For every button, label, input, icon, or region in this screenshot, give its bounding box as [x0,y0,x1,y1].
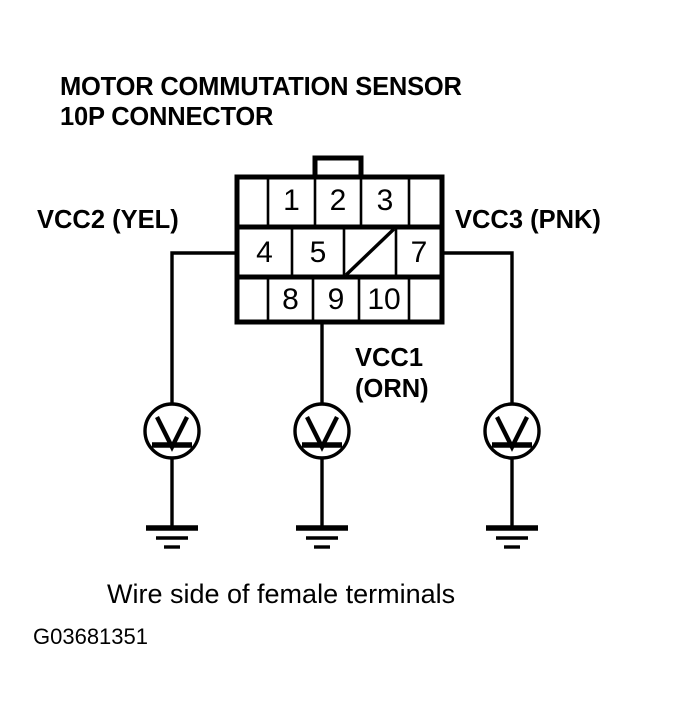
wire-vcc2-pin4 [170,251,237,404]
diagram-title: MOTOR COMMUTATION SENSOR 10P CONNECTOR [60,72,660,132]
voltmeter-center [293,402,351,528]
ground-left [146,525,198,549]
connector-locking-tab [312,155,364,177]
pin-label-4: 4 [256,236,273,269]
pin-label-7: 7 [410,236,428,269]
title-line-1: MOTOR COMMUTATION SENSOR [60,73,462,101]
wire-label-vcc1-line-1: VCC1 [355,344,424,372]
voltmeter-left [143,402,201,528]
pin-label-5: 5 [309,236,327,269]
figure-id-label: G03681351 [33,624,148,649]
wire-label-vcc1: VCC1 (ORN) [355,343,429,405]
diagram-caption: Wire side of female terminals [107,579,456,609]
pin-label-2: 2 [329,184,347,217]
connector-body [234,155,445,325]
ground-right [486,525,538,549]
pin-label-9: 9 [327,283,345,316]
wire-label-vcc1-line-2: (ORN) [355,375,429,403]
pin-label-10: 10 [367,283,401,316]
pin-label-1: 1 [283,184,300,217]
pin-label-3: 3 [376,184,394,217]
pin-label-8: 8 [282,283,299,316]
wire-label-vcc2: VCC2 (YEL) [37,206,179,234]
blocked-cell-diagonal [344,227,396,277]
connector-outline [234,174,445,325]
voltmeter-right [483,402,541,528]
wire-harness [170,251,514,404]
wire-label-vcc3: VCC3 (PNK) [455,206,601,234]
ground-center [296,525,348,549]
wire-vcc3-pin7 [442,251,514,404]
title-line-2: 10P CONNECTOR [60,103,274,131]
